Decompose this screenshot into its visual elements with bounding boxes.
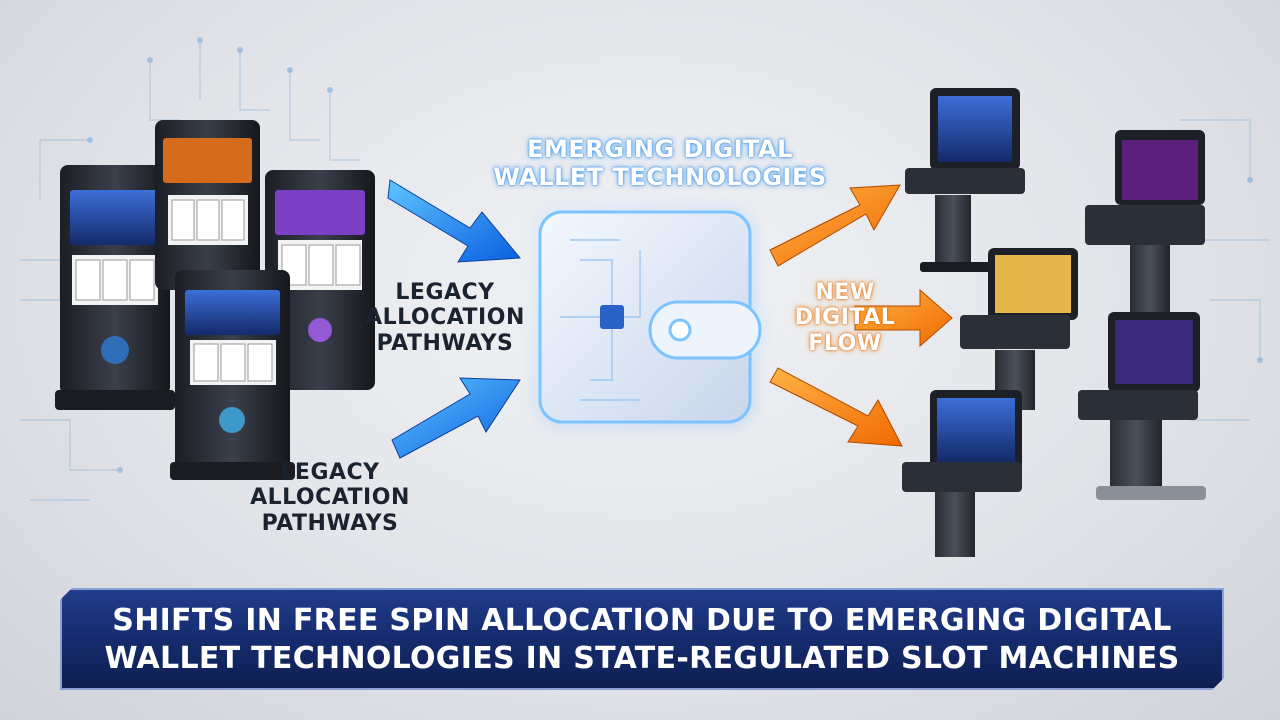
label-line: PATHWAYS <box>376 330 514 356</box>
banner-line-2: WALLET TECHNOLOGIES IN STATE-REGULATED S… <box>104 641 1180 676</box>
slot-machine-icon <box>265 170 375 390</box>
label-line: NEW <box>815 280 875 305</box>
banner-line-1: SHIFTS IN FREE SPIN ALLOCATION DUE TO EM… <box>112 603 1172 638</box>
arrow-icon <box>769 184 953 447</box>
digital-terminal-icon <box>902 390 1022 557</box>
label-line: DIGITAL <box>794 305 896 331</box>
label-line: ALLOCATION <box>250 485 410 511</box>
label-line: PATHWAYS <box>261 510 399 536</box>
label-new-digital-flow: NEW DIGITAL FLOW <box>770 280 920 356</box>
label-line: WALLET TECHNOLOGIES <box>493 162 827 191</box>
label-line: LEGACY <box>395 280 495 305</box>
label-line: EMERGING DIGITAL <box>527 135 793 163</box>
slot-machine-icon <box>55 165 175 410</box>
slot-machine-icon <box>155 120 260 290</box>
label-legacy-pathways-lower: LEGACY ALLOCATION PATHWAYS <box>235 460 425 536</box>
label-legacy-pathways-upper: LEGACY ALLOCATION PATHWAYS <box>350 280 540 356</box>
digital-wallet-icon <box>538 210 762 424</box>
label-line: ALLOCATION <box>365 305 525 331</box>
arrow-icon <box>387 179 522 459</box>
digital-terminal-icon <box>905 88 1025 272</box>
circuit-lines <box>20 40 1270 501</box>
digital-terminal-icon <box>960 248 1078 410</box>
banner-title: SHIFTS IN FREE SPIN ALLOCATION DUE TO EM… <box>62 602 1222 678</box>
title-banner: SHIFTS IN FREE SPIN ALLOCATION DUE TO EM… <box>60 588 1224 690</box>
label-line: FLOW <box>808 330 882 356</box>
digital-terminal-icon <box>1078 312 1206 500</box>
slot-machine-icon <box>170 270 295 480</box>
label-line: LEGACY <box>280 460 380 485</box>
digital-terminal-icon <box>1085 130 1205 315</box>
label-emerging-wallet: EMERGING DIGITAL WALLET TECHNOLOGIES <box>480 135 840 191</box>
